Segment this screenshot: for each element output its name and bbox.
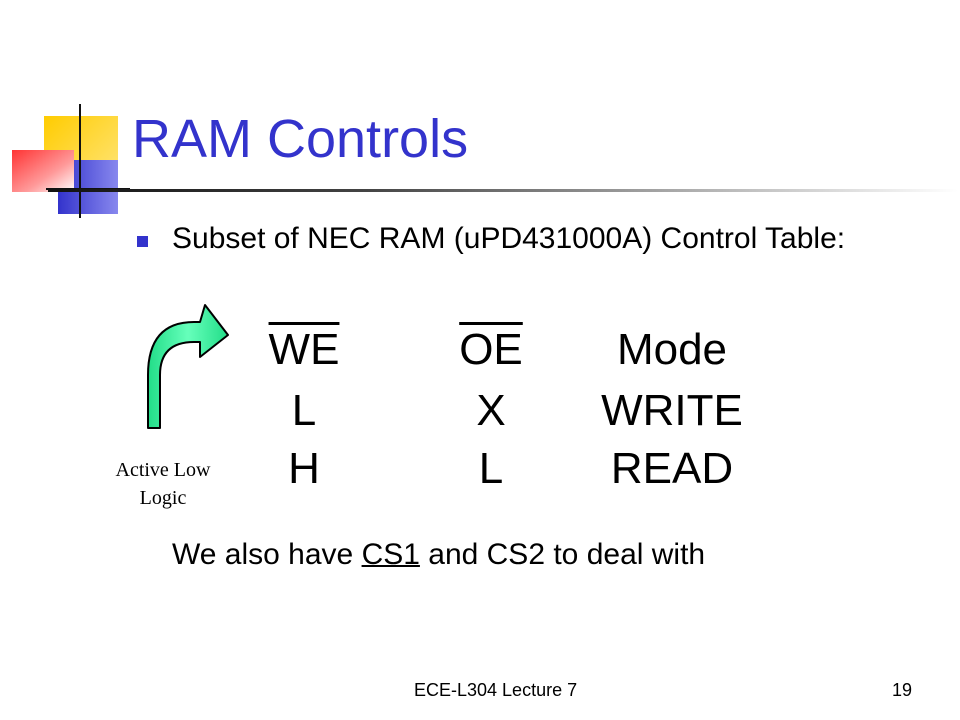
bullet-text: Subset of NEC RAM (uPD431000A) Control T… xyxy=(172,222,846,255)
table-cell: WRITE xyxy=(601,386,743,435)
footer-lecture: ECE-L304 Lecture 7 xyxy=(414,680,578,700)
closing-suffix: and CS2 to deal with xyxy=(419,538,706,571)
page-number: 19 xyxy=(892,680,913,700)
table-header-we: WE xyxy=(268,325,340,374)
cs1-label: CS1 xyxy=(361,538,420,571)
table-cell: X xyxy=(476,386,506,435)
bullet-square-icon xyxy=(137,236,148,247)
table-header-oe: OE xyxy=(459,325,523,374)
note-line: Logic xyxy=(139,487,187,509)
title-divider xyxy=(48,189,958,192)
note-line: Active Low xyxy=(115,459,211,481)
bent-arrow-icon xyxy=(147,304,229,429)
slide-title: RAM Controls xyxy=(132,109,469,169)
table-cell: H xyxy=(288,444,320,493)
table-cell: READ xyxy=(610,444,734,493)
closing-prefix: We also have xyxy=(172,538,362,571)
active-low-note: Active Low Logic xyxy=(98,456,228,512)
corner-squares-logo xyxy=(12,104,130,218)
table-cell: L xyxy=(478,444,504,493)
table-header-mode: Mode xyxy=(616,325,728,374)
table-cell: L xyxy=(291,386,317,435)
closing-text: We also have CS1 and CS2 to deal with xyxy=(172,540,705,570)
